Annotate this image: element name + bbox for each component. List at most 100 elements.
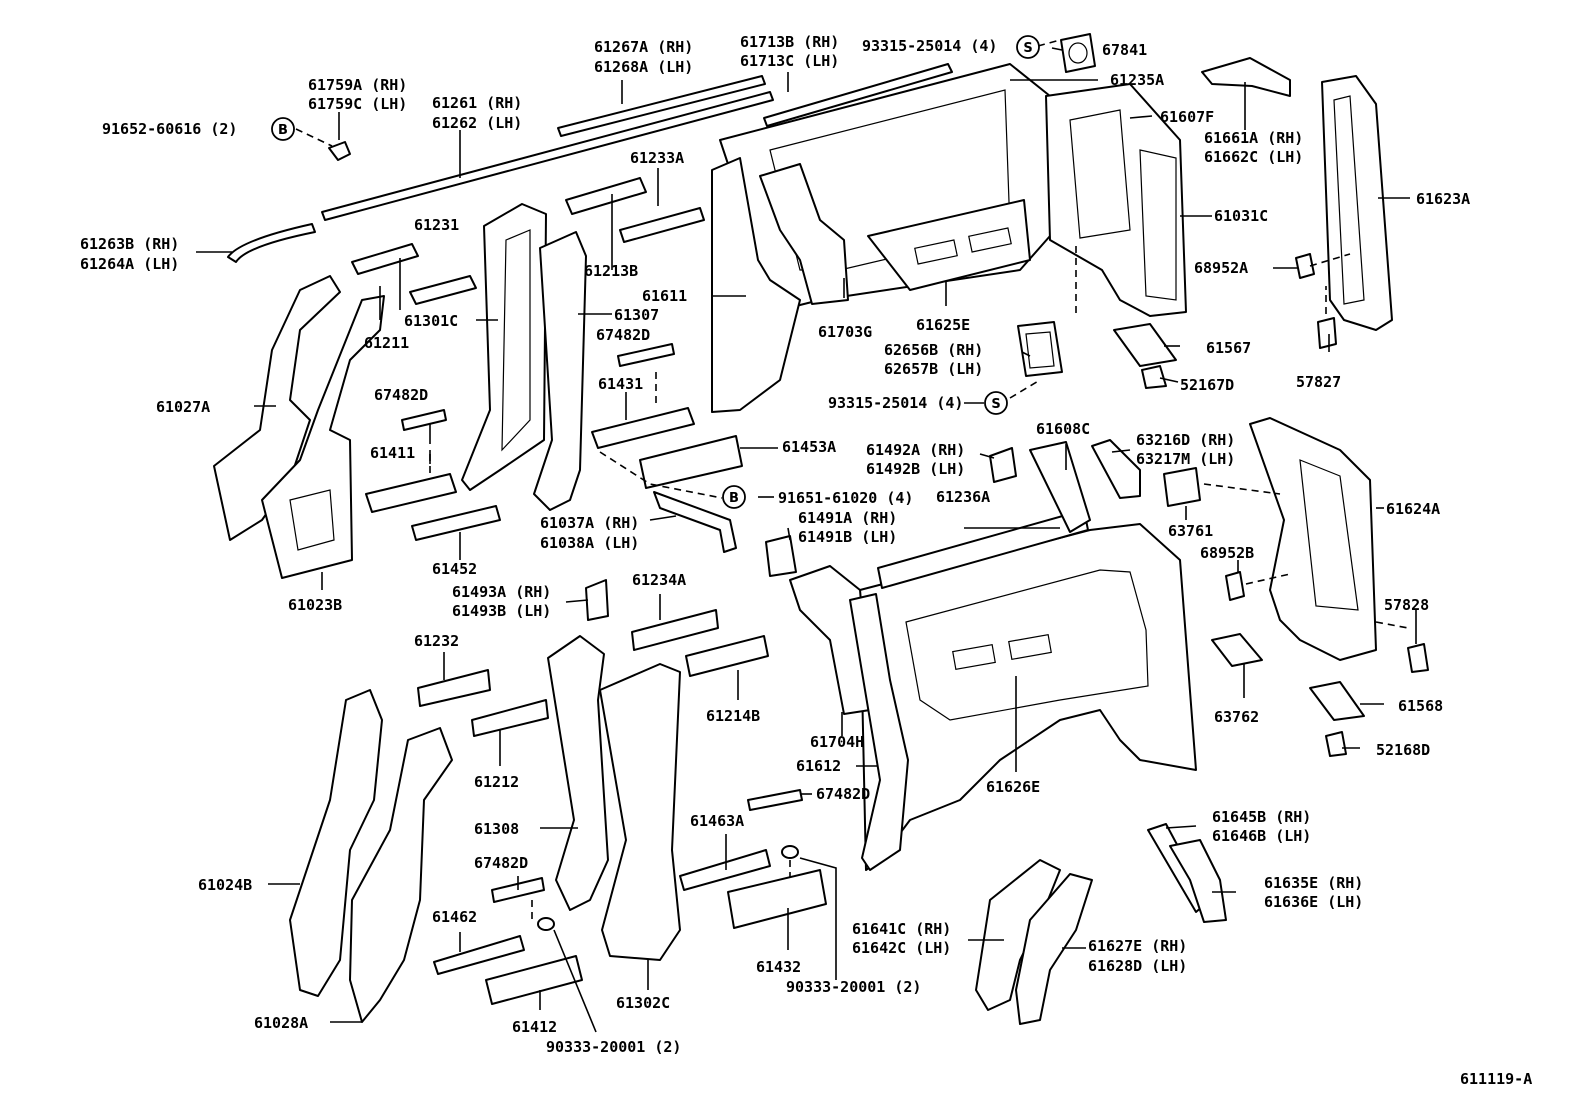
- part-61308-pillar: [547, 635, 609, 911]
- label-61412: 61412: [512, 1018, 557, 1036]
- symbol-s-top: S: [1016, 35, 1040, 59]
- part-61432-sill: [727, 869, 827, 929]
- label-61642c: 61642C (LH): [852, 939, 951, 957]
- label-61031c: 61031C: [1214, 207, 1268, 225]
- label-61453a: 61453A: [782, 438, 836, 456]
- label-61759c: 61759C (LH): [308, 95, 407, 113]
- svg-text:S: S: [991, 397, 1000, 412]
- label-61302c: 61302C: [616, 994, 670, 1012]
- label-93315-a: 93315-25014 (4): [862, 37, 997, 55]
- part-67841-plate: [1060, 33, 1096, 73]
- part-61232-bracket: [417, 669, 491, 707]
- part-90333a-clip: [781, 845, 799, 859]
- label-63762: 63762: [1214, 708, 1259, 726]
- part-61037a-bracket: [653, 491, 737, 553]
- label-61452: 61452: [432, 560, 477, 578]
- label-61703g: 61703G: [818, 323, 872, 341]
- part-61625e-window-panel: [867, 199, 1031, 291]
- label-61646b: 61646B (LH): [1212, 827, 1311, 845]
- label-61627e: 61627E (RH): [1088, 937, 1187, 955]
- part-61612-pillar: [849, 593, 909, 871]
- label-61607f: 61607F: [1160, 108, 1214, 126]
- symbol-b-mid: B: [722, 485, 746, 509]
- label-61612: 61612: [796, 757, 841, 775]
- label-61462: 61462: [432, 908, 477, 926]
- label-61492b: 61492B (LH): [866, 460, 965, 478]
- part-63216d-bracket: [1091, 439, 1141, 499]
- label-61608c: 61608C: [1036, 420, 1090, 438]
- part-61261-rail: [321, 91, 774, 221]
- label-61661a: 61661A (RH): [1204, 129, 1303, 147]
- label-61301c: 61301C: [404, 312, 458, 330]
- label-61432: 61432: [756, 958, 801, 976]
- label-61307: 61307: [614, 306, 659, 324]
- label-61645b: 61645B (RH): [1212, 808, 1311, 826]
- label-61231: 61231: [414, 216, 459, 234]
- part-63762-plate: [1211, 633, 1263, 667]
- label-61635e: 61635E (RH): [1264, 874, 1363, 892]
- label-61028a: 61028A: [254, 1014, 308, 1032]
- part-61713b-rail: [763, 63, 953, 127]
- svg-text:B: B: [729, 491, 739, 506]
- label-61037a: 61037A (RH): [540, 514, 639, 532]
- label-61662c: 61662C (LH): [1204, 148, 1303, 166]
- part-61452-sill: [411, 505, 501, 541]
- diagram-code: 611119-A: [1460, 1070, 1532, 1088]
- part-61031c-rear-inner: [1045, 83, 1187, 317]
- label-61038a: 61038A (LH): [540, 534, 639, 552]
- label-67482d-a: 67482D: [596, 326, 650, 344]
- label-61214b: 61214B: [706, 707, 760, 725]
- label-63761: 63761: [1168, 522, 1213, 540]
- label-61308: 61308: [474, 820, 519, 838]
- label-61713b: 61713B (RH): [740, 33, 839, 51]
- part-61568-tray: [1309, 681, 1365, 721]
- label-93315-b: 93315-25014 (4): [828, 394, 963, 412]
- part-90333b-clip: [537, 917, 555, 931]
- label-61611: 61611: [642, 287, 687, 305]
- label-61411: 61411: [370, 444, 415, 462]
- label-61232: 61232: [414, 632, 459, 650]
- part-61412-sill: [485, 955, 583, 1005]
- part-61023b-front-pillar: [261, 295, 385, 579]
- label-61027a: 61027A: [156, 398, 210, 416]
- part-61491a-bracket: [765, 535, 797, 577]
- label-91651: 91651-61020 (4): [778, 489, 913, 507]
- part-drawings: [213, 33, 1429, 1025]
- part-61267a-rail: [557, 75, 766, 137]
- label-61493b: 61493B (LH): [452, 602, 551, 620]
- part-61624a-rear-pillar: [1249, 417, 1377, 661]
- part-61263b-rail: [227, 223, 316, 263]
- part-labels: 61267A (RH) 61268A (LH) 61713B (RH) 6171…: [80, 33, 1532, 1088]
- part-61212-channel: [471, 699, 549, 737]
- symbol-b-top: B: [271, 117, 295, 141]
- part-61661a-panel: [1201, 57, 1291, 97]
- part-68952b-clip: [1225, 571, 1245, 601]
- label-61626e: 61626E: [986, 778, 1040, 796]
- part-61236a-rail: [877, 509, 1089, 589]
- part-61567-tray: [1113, 323, 1177, 367]
- part-57827-clip: [1317, 317, 1337, 349]
- label-61493a: 61493A (RH): [452, 583, 551, 601]
- label-61234a: 61234A: [632, 571, 686, 589]
- part-61307-pillar: [533, 231, 587, 511]
- part-61453a-sill: [639, 435, 743, 489]
- label-61262: 61262 (LH): [432, 114, 522, 132]
- part-61493a-bracket: [585, 579, 609, 621]
- part-61411-sill: [365, 473, 457, 513]
- part-52168d-bracket: [1325, 731, 1347, 757]
- label-61713c: 61713C (LH): [740, 52, 839, 70]
- part-61608c-bracket: [1029, 441, 1091, 533]
- label-67841: 67841: [1102, 41, 1147, 59]
- label-57828: 57828: [1384, 596, 1429, 614]
- label-61625e: 61625E: [916, 316, 970, 334]
- label-61636e: 61636E (LH): [1264, 893, 1363, 911]
- label-61235a: 61235A: [1110, 71, 1164, 89]
- label-57827: 57827: [1296, 373, 1341, 391]
- label-61213b: 61213B: [584, 262, 638, 280]
- part-61759a-bracket: [328, 141, 351, 161]
- label-61268a: 61268A (LH): [594, 58, 693, 76]
- part-61028a-pillar: [349, 727, 453, 1023]
- part-63761-plate: [1163, 467, 1201, 507]
- svg-text:S: S: [1023, 41, 1032, 56]
